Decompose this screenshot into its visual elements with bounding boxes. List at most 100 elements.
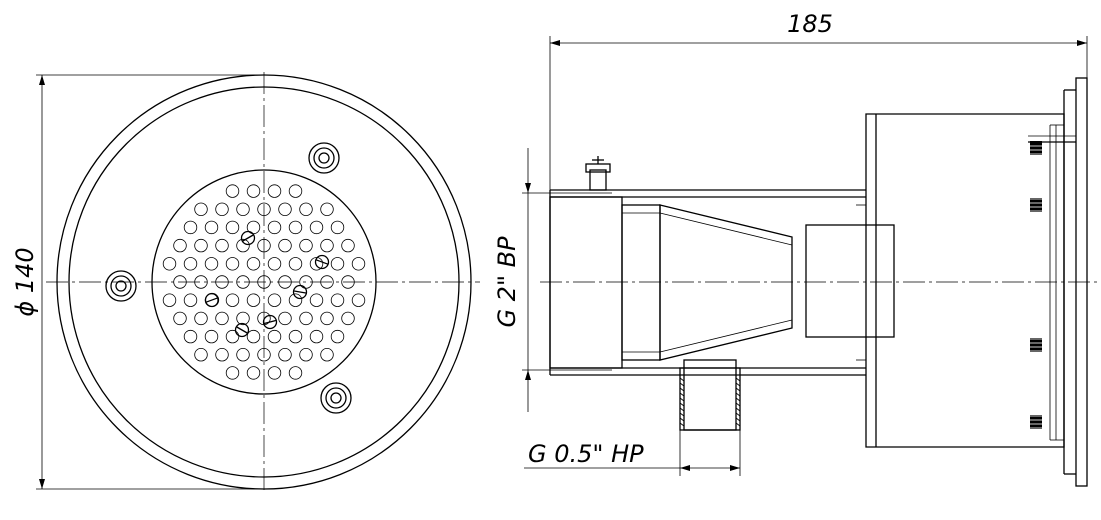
- grille-hole: [194, 311, 208, 326]
- grille-hole: [194, 348, 208, 362]
- side-view: 185 G 2" ВР G 0.5" НР: [493, 10, 1100, 487]
- grille-hole: [267, 366, 282, 380]
- grille-screw: [204, 292, 220, 308]
- grille-screw: [262, 314, 278, 330]
- grille-hole: [236, 238, 250, 253]
- grille-hole: [257, 238, 271, 253]
- grille-hole: [257, 202, 271, 217]
- grille-hole: [225, 366, 240, 380]
- flange-screw: [1030, 198, 1042, 212]
- grille-hole: [288, 257, 303, 271]
- vent-screw: [585, 156, 611, 191]
- grille-hole: [183, 329, 198, 344]
- grille-hole: [183, 220, 198, 235]
- grille-hole: [257, 348, 271, 362]
- grille-hole: [278, 202, 292, 217]
- grille-hole: [246, 257, 261, 271]
- grille-hole: [183, 293, 198, 307]
- grille-hole: [278, 348, 292, 362]
- grille-hole: [173, 275, 187, 289]
- grille-hole: [236, 348, 250, 362]
- grille-hole: [236, 311, 250, 326]
- grille-screw: [314, 254, 330, 270]
- grille-screw: [240, 230, 256, 246]
- grille-hole: [162, 293, 177, 307]
- grille-hole: [278, 311, 292, 326]
- front-flange: [1028, 77, 1088, 487]
- grille-hole: [309, 293, 324, 307]
- diameter-dimension: ϕ 140: [11, 74, 260, 490]
- grille-hole: [215, 348, 229, 362]
- grille-hole: [173, 311, 187, 326]
- grille-hole: [320, 348, 334, 362]
- grille-hole: [204, 220, 219, 235]
- grille-hole: [204, 329, 219, 344]
- grille-hole: [288, 220, 303, 235]
- flange-screw: [1030, 141, 1042, 155]
- grille-screw: [234, 322, 250, 338]
- grille-hole: [299, 202, 313, 217]
- main-body: [540, 113, 1100, 448]
- side-fitting: [679, 359, 741, 431]
- grille-hole: [299, 311, 313, 326]
- grille-hole: [341, 275, 355, 289]
- grille-hole: [288, 184, 303, 198]
- grille-hole: [236, 275, 250, 289]
- grille-hole: [215, 311, 229, 326]
- grille-hole: [173, 238, 187, 253]
- grille-hole: [194, 238, 208, 253]
- grille-hole: [204, 257, 219, 271]
- grille-hole: [351, 293, 366, 307]
- flange-screw: [1030, 338, 1042, 352]
- grille-hole: [320, 311, 334, 326]
- grille-hole: [299, 348, 313, 362]
- grille-hole: [267, 257, 282, 271]
- mounting-bolt: [105, 270, 137, 302]
- thread-main-label: G 2" ВР: [493, 236, 521, 328]
- grille-hole: [225, 184, 240, 198]
- grille-hole: [299, 238, 313, 253]
- grille-hole: [309, 220, 324, 235]
- thread-side-label: G 0.5" НР: [528, 440, 644, 468]
- grille-hole: [246, 366, 261, 380]
- grille-hole: [215, 202, 229, 217]
- grille-hole: [246, 329, 261, 344]
- grille-hole: [225, 329, 240, 344]
- grille-hole: [225, 293, 240, 307]
- grille-screws: [204, 230, 330, 338]
- grille-hole: [246, 184, 261, 198]
- grille-hole: [194, 202, 208, 217]
- grille-hole: [288, 366, 303, 380]
- grille-hole: [215, 275, 229, 289]
- length-label: 185: [787, 10, 833, 38]
- grille-hole: [341, 238, 355, 253]
- grille-hole: [330, 329, 345, 344]
- grille-hole: [162, 257, 177, 271]
- grille-hole: [215, 238, 229, 253]
- grille-hole: [330, 220, 345, 235]
- grille-hole: [183, 257, 198, 271]
- grille-hole: [320, 238, 334, 253]
- flange-top-screw: [1028, 135, 1076, 143]
- grille-hole: [267, 220, 282, 235]
- diameter-label: ϕ 140: [11, 247, 39, 316]
- grille-hole: [236, 202, 250, 217]
- outlet-sleeve: [805, 224, 895, 338]
- grille-holes: [162, 184, 366, 380]
- housing: [865, 113, 1065, 448]
- grille-hole: [225, 257, 240, 271]
- grille-hole: [330, 293, 345, 307]
- mounting-bolts: [105, 142, 352, 414]
- grille-hole: [330, 257, 345, 271]
- grille-hole: [288, 329, 303, 344]
- grille-hole: [288, 293, 303, 307]
- grille-hole: [257, 275, 271, 289]
- grille-hole: [278, 275, 292, 289]
- grille-hole: [320, 275, 334, 289]
- grille-screw: [292, 284, 308, 300]
- grille-hole: [246, 293, 261, 307]
- grille-hole: [194, 275, 208, 289]
- grille-hole: [225, 220, 240, 235]
- flange-screw: [1030, 415, 1042, 429]
